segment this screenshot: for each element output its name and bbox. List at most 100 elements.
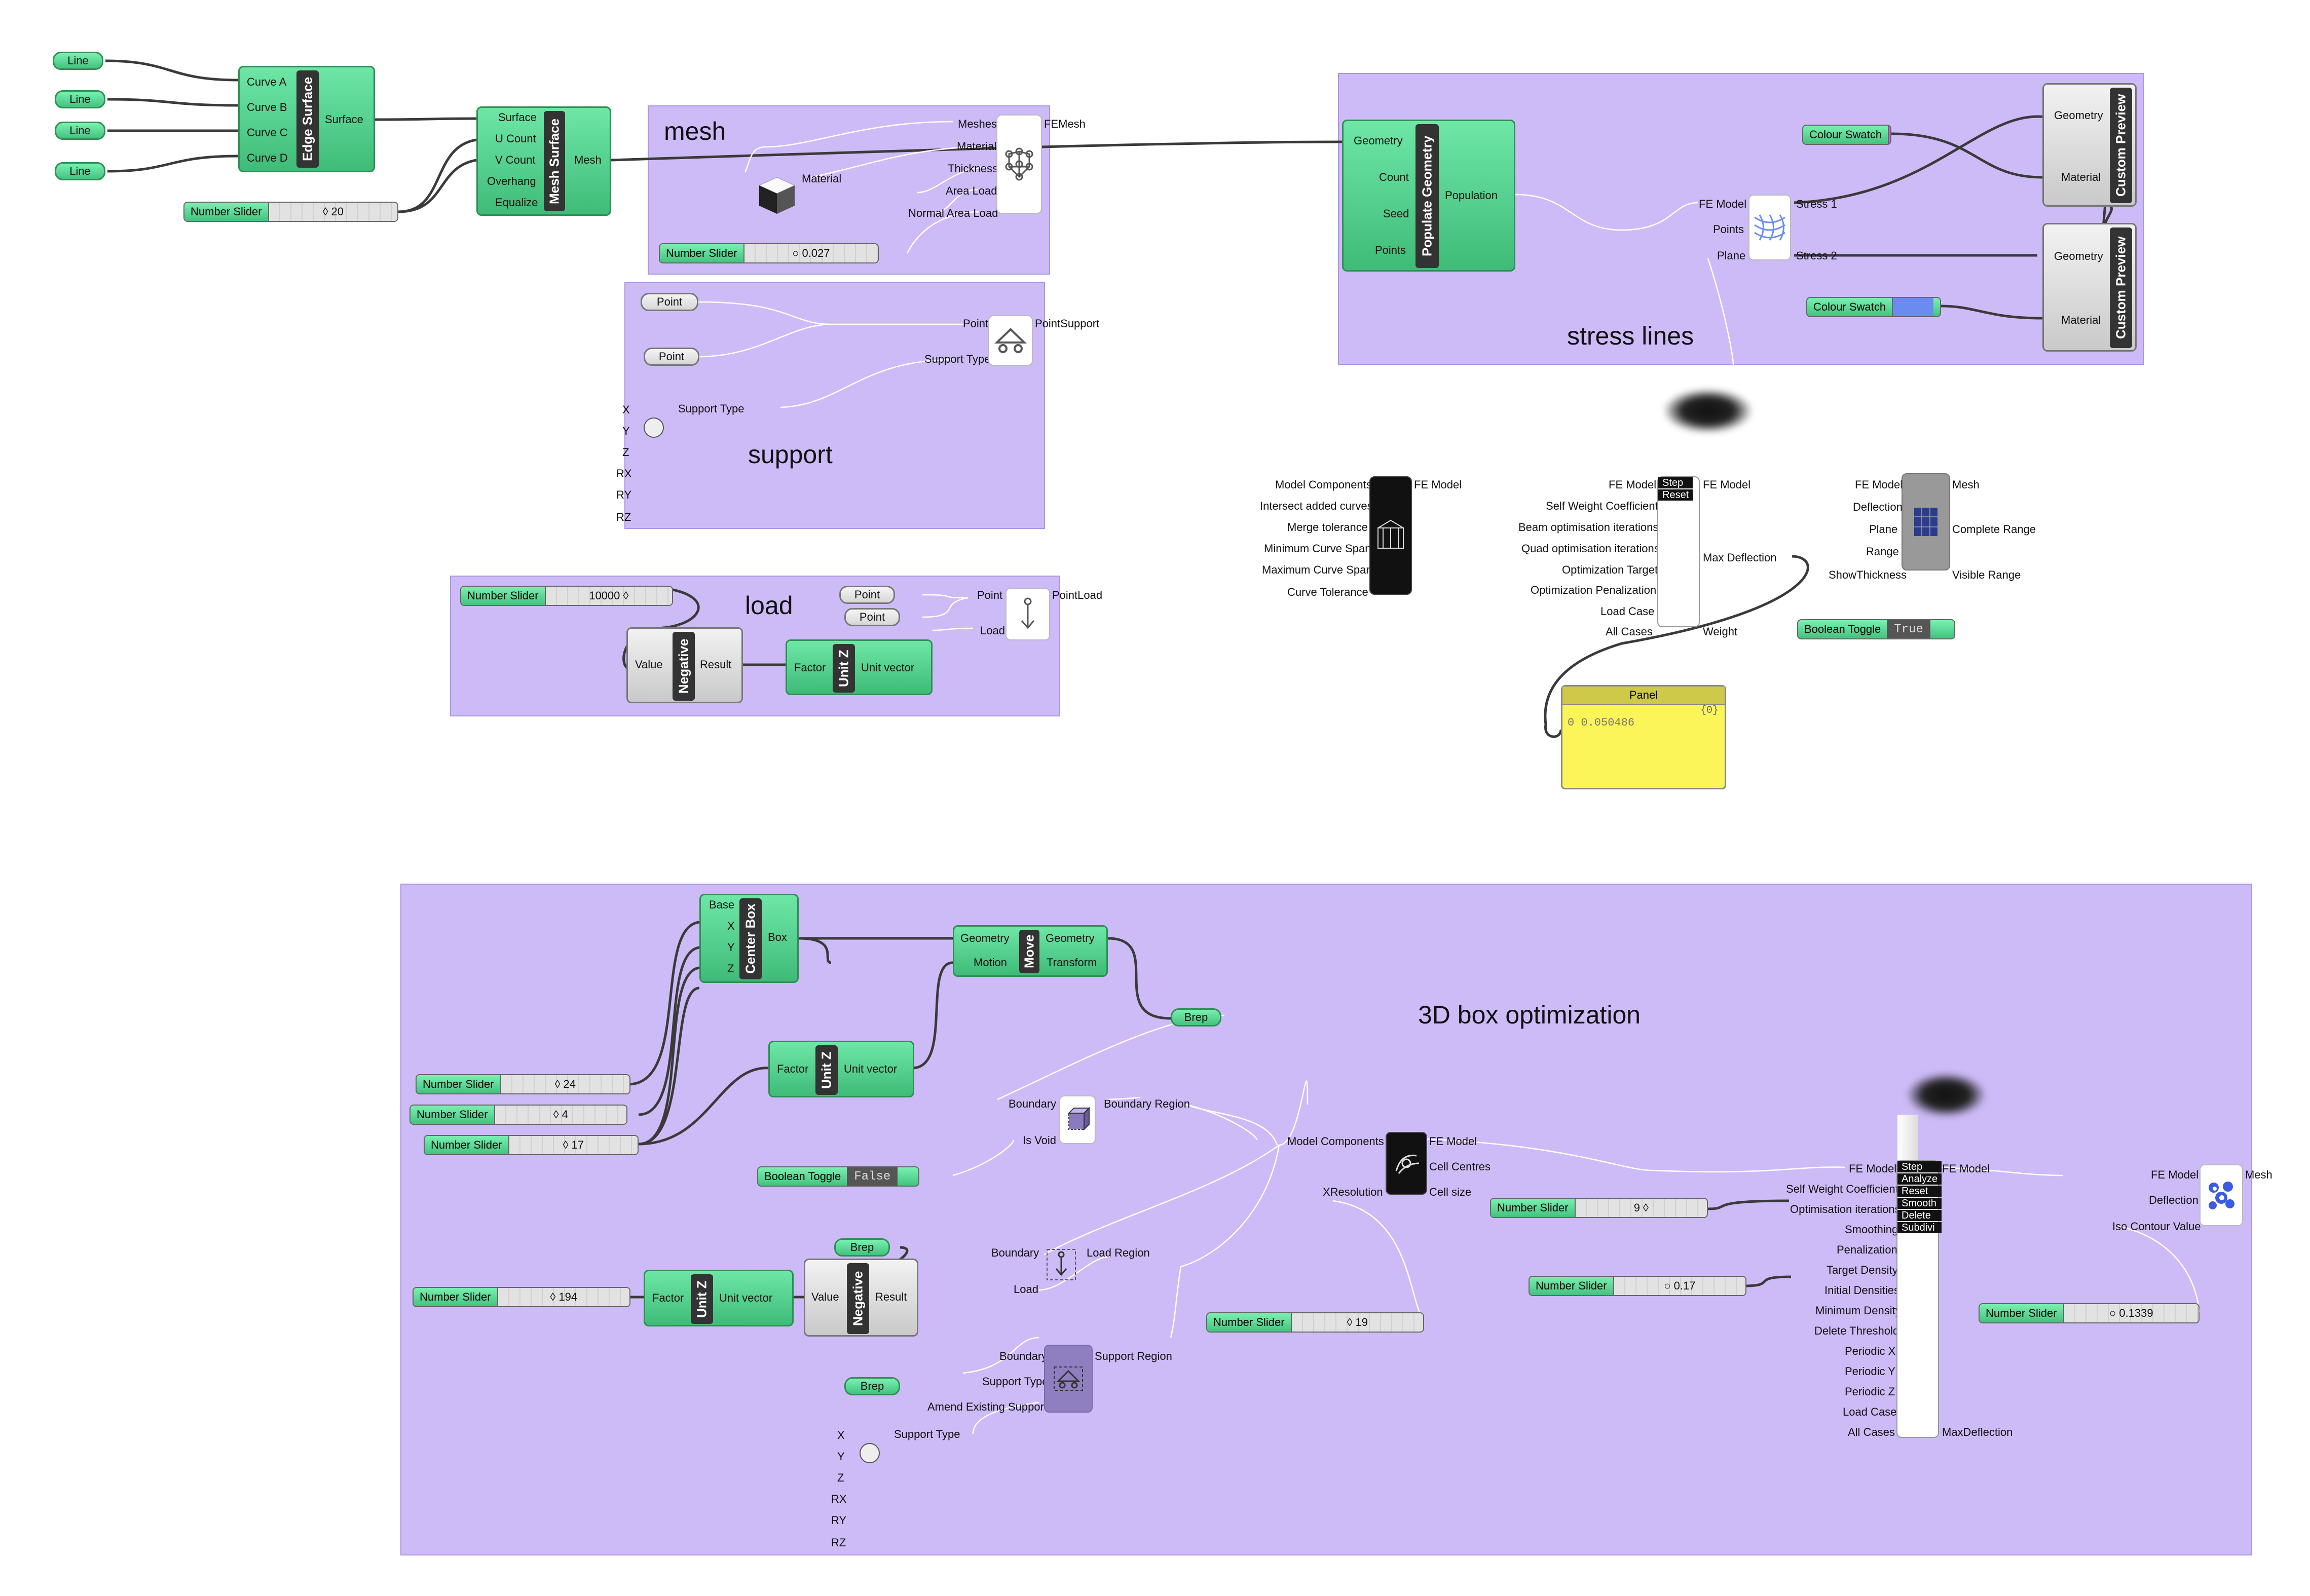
box-support-type-icon[interactable]: [860, 1443, 880, 1463]
number-slider-0027[interactable]: Number Slider ○ 0.027: [659, 243, 879, 263]
point-param-1[interactable]: Point: [641, 293, 698, 311]
number-slider-9[interactable]: Number Slider 9 ◊: [1490, 1198, 1708, 1218]
optimize-3d-component[interactable]: Step Analyze Reset Smooth Delete Subdivi: [1896, 1160, 1942, 1438]
optim-box-reset-button[interactable]: Reset: [1897, 1186, 1942, 1197]
colour-swatch-blue[interactable]: Colour Swatch: [1806, 297, 1941, 317]
line-param-2[interactable]: Line: [55, 90, 105, 108]
group-3d-box-optimization[interactable]: 3D box optimization: [400, 884, 2252, 1555]
fe-mesh-component[interactable]: [996, 115, 1042, 214]
load-point-2[interactable]: Point: [844, 608, 900, 626]
optim-box-step-button[interactable]: Step: [1897, 1161, 1942, 1172]
stress-lines-component[interactable]: [1748, 195, 1791, 260]
optim-top-step-button[interactable]: Step: [1658, 477, 1693, 488]
viz-top-in-deflection: Deflection: [1853, 501, 1903, 513]
optim-box-analyze-button[interactable]: Analyze: [1897, 1173, 1942, 1185]
negative-box-out: Result: [875, 1290, 907, 1303]
move-component[interactable]: Geometry Motion Move Geometry Transform: [953, 925, 1108, 977]
group-support[interactable]: support: [624, 282, 1045, 529]
number-slider-194[interactable]: Number Slider ◊ 194: [413, 1287, 630, 1307]
panel-component[interactable]: Panel {0} 0 0.050486: [1561, 685, 1726, 789]
viz-top-out-mesh: Mesh: [1952, 478, 1980, 491]
center-box-in-y: Y: [727, 941, 735, 954]
colour-swatch-magenta[interactable]: Colour Swatch: [1802, 125, 1891, 145]
number-slider-017[interactable]: Number Slider ○ 0.17: [1529, 1276, 1746, 1296]
edge-surface-component[interactable]: Curve A Curve B Curve C Curve D Edge Sur…: [238, 66, 375, 172]
negative-in: Value: [635, 658, 663, 671]
line-param-4[interactable]: Line: [55, 162, 105, 180]
number-slider-4[interactable]: Number Slider ◊ 4: [409, 1105, 627, 1125]
viz-box-in-deflection: Deflection: [2149, 1194, 2199, 1206]
support-region-component[interactable]: [1044, 1345, 1093, 1413]
voxel-model-component[interactable]: [1386, 1132, 1427, 1195]
swatch-blue-color[interactable]: [1892, 298, 1934, 316]
optim-box-in-10: Periodic Y: [1845, 1365, 1895, 1378]
negative-component-load[interactable]: Value Negative Result: [626, 627, 743, 703]
optim-top-in-target: Optimization Target: [1562, 563, 1658, 576]
number-slider-17[interactable]: Number Slider ◊ 17: [424, 1135, 639, 1155]
line-param-1[interactable]: Line: [53, 52, 103, 70]
number-slider-20[interactable]: Number Slider ◊ 20: [183, 202, 398, 222]
optim-box-in-13: All Cases: [1848, 1426, 1895, 1438]
mesh-surface-nickname: Mesh Surface: [544, 111, 565, 211]
move-nickname: Move: [1019, 930, 1039, 973]
box-region-icon: [1067, 1107, 1091, 1131]
optim-top-out-weight: Weight: [1703, 625, 1738, 638]
visualize-top-component[interactable]: [1902, 473, 1950, 571]
assemble-model-component[interactable]: [1369, 476, 1412, 595]
line-param-3[interactable]: Line: [55, 122, 105, 140]
preview1-in-material: Material: [2061, 171, 2101, 183]
custom-preview-1[interactable]: Geometry Material Custom Preview: [2042, 83, 2137, 207]
boolean-toggle-true[interactable]: Boolean Toggle True: [1797, 619, 1955, 639]
boundary-region-component[interactable]: [1059, 1095, 1096, 1144]
viz-top-in-fe-model: FE Model: [1855, 478, 1903, 491]
mesh-surface-component[interactable]: Surface U Count V Count Overhang Equaliz…: [476, 106, 611, 216]
boolean-toggle-false[interactable]: Boolean Toggle False: [757, 1166, 919, 1187]
brep-param-1[interactable]: Brep: [1171, 1008, 1221, 1027]
move-in-motion: Motion: [974, 956, 1008, 969]
load-region-component[interactable]: [1043, 1244, 1079, 1293]
grid-panel-icon: [1914, 508, 1938, 536]
smoke-icon-top: [1662, 388, 1754, 434]
number-slider-19[interactable]: Number Slider ◊ 19: [1206, 1312, 1424, 1333]
number-slider-01339[interactable]: Number Slider ○ 0.1339: [1979, 1303, 2200, 1323]
number-slider-10000[interactable]: Number Slider 10000 ◊: [460, 586, 673, 606]
viz-top-out-complete: Complete Range: [1952, 523, 2036, 536]
center-box-component[interactable]: Base X Y Z Center Box Box: [699, 894, 799, 983]
custom-preview-2[interactable]: Geometry Material Custom Preview: [2042, 223, 2137, 352]
unit-z-component-load[interactable]: Factor Unit Z Unit vector: [786, 639, 933, 695]
brep-param-2[interactable]: Brep: [834, 1238, 890, 1257]
fe-mesh-in-area-load: Area Load: [946, 184, 997, 197]
optim-box-subdivide-button[interactable]: Subdivi: [1897, 1222, 1942, 1233]
material-cube-component[interactable]: [754, 172, 800, 218]
brep-param-3[interactable]: Brep: [844, 1377, 900, 1395]
group-title-support: support: [748, 440, 833, 469]
point-support-component[interactable]: [988, 315, 1033, 366]
swatch-magenta-color[interactable]: [1888, 126, 1890, 144]
unit-z-component-box1[interactable]: Factor Unit Z Unit vector: [768, 1041, 914, 1097]
group-title-3d-box: 3D box optimization: [1418, 1001, 1641, 1029]
point-param-2[interactable]: Point: [644, 348, 699, 366]
point-load-component[interactable]: [1005, 588, 1050, 640]
load-point-1[interactable]: Point: [839, 586, 895, 604]
optim-box-in-12: Load Case: [1843, 1405, 1897, 1418]
populate-geometry-component[interactable]: Geometry Count Seed Points Populate Geom…: [1342, 120, 1515, 272]
center-box-in-z: Z: [727, 962, 734, 975]
negative-component-box[interactable]: Value Negative Result: [804, 1259, 918, 1337]
optim-box-smooth-button[interactable]: Smooth: [1897, 1198, 1942, 1209]
optim-top-reset-button[interactable]: Reset: [1658, 489, 1693, 501]
optimize-top-component[interactable]: Step Reset: [1657, 476, 1700, 627]
visualize-3d-component[interactable]: [2200, 1164, 2243, 1226]
optim-box-delete-button[interactable]: Delete: [1897, 1210, 1942, 1221]
boundary-region-in-boundary: Boundary: [1009, 1097, 1057, 1110]
number-slider-24[interactable]: Number Slider ◊ 24: [416, 1074, 630, 1094]
negative-box-nickname: Negative: [847, 1263, 869, 1334]
optim-box-in-2: Optimisation iterations: [1790, 1203, 1901, 1215]
optim-top-in-fe-model: FE Model: [1609, 478, 1657, 491]
preview1-in-geometry: Geometry: [2054, 109, 2103, 122]
support-type-icon[interactable]: [644, 417, 664, 438]
stress-out-1: Stress 1: [1796, 198, 1837, 210]
unit-z-component-box2[interactable]: Factor Unit Z Unit vector: [644, 1270, 794, 1326]
populate-in-geometry: Geometry: [1354, 134, 1403, 147]
optim-top-in-beam-iter: Beam optimisation iterations: [1518, 521, 1659, 534]
